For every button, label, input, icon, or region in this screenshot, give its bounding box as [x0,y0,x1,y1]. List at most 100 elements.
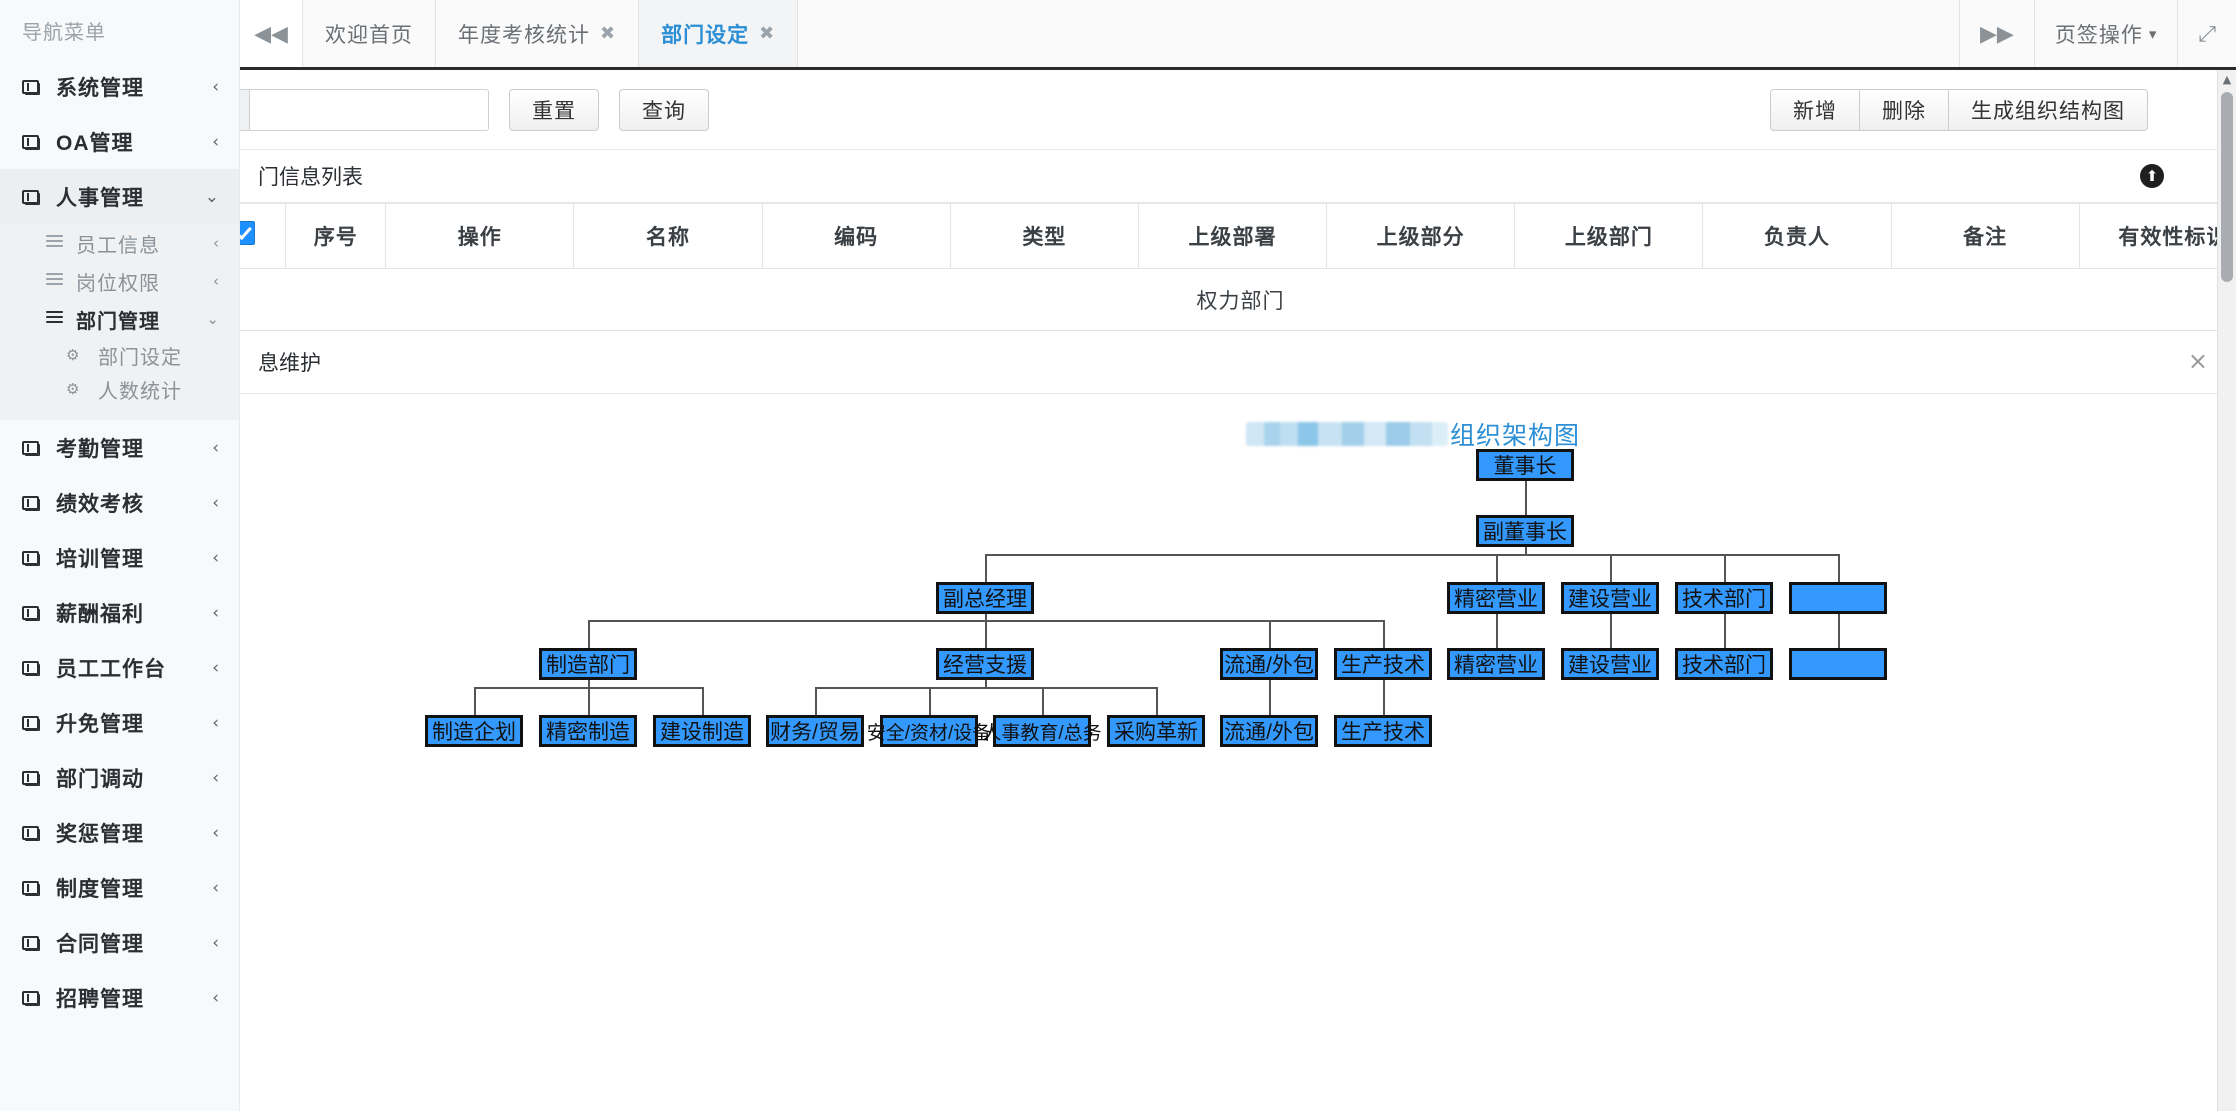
vertical-scrollbar[interactable]: ▲ [2217,70,2236,1111]
sidebar-item-policy-management[interactable]: 制度管理 ‹ [0,860,239,915]
tab-label: 部门设定 [661,23,750,47]
column-header-owner[interactable]: 负责人 [1702,203,1892,269]
column-header-code[interactable]: 编码 [761,203,951,269]
org-node[interactable]: 建设营业 [1561,648,1659,680]
org-node[interactable]: 副总经理 [936,582,1034,614]
sidebar-item-oa-management[interactable]: OA管理 ‹ [0,114,239,169]
column-header-type[interactable]: 类型 [949,203,1139,269]
search-input[interactable] [249,88,489,131]
org-edge [1838,554,1840,582]
org-edge [1610,614,1612,648]
action-button-group: 新增 删除 生成组织结构图 [1770,88,2148,131]
sidebar-item-department-setting[interactable]: ⚙ 部门设定 [0,338,239,372]
select-all-header[interactable] [240,203,287,269]
sidebar-item-attendance-management[interactable]: 考勤管理 ‹ [0,420,239,475]
scrollbar-thumb[interactable] [2221,92,2233,282]
column-header-parent-deployment[interactable]: 上级部署 [1137,203,1328,269]
org-node[interactable]: 副董事长 [1476,515,1574,547]
org-node[interactable] [1789,582,1887,614]
org-node[interactable]: 建设营业 [1561,582,1659,614]
org-node[interactable]: 技术部门 [1675,648,1773,680]
column-header-actions[interactable]: 操作 [385,203,575,269]
sidebar-item-reward-punishment[interactable]: 奖惩管理 ‹ [0,805,239,860]
column-header-seq[interactable]: 序号 [285,203,387,269]
book-icon [22,660,48,675]
sidebar-item-headcount-stats[interactable]: ⚙ 人数统计 [0,372,239,406]
org-node[interactable]: 精密营业 [1447,648,1545,680]
tab-annual-review-stats[interactable]: 年度考核统计 ✖ [436,0,640,67]
tabs-scroll-left-icon[interactable]: ◀◀ [240,0,303,67]
org-node[interactable]: 流通/外包 [1220,648,1318,680]
delete-button[interactable]: 删除 [1860,88,1949,131]
book-icon [22,770,48,785]
org-node[interactable]: 建设制造 [653,715,751,747]
sidebar-item-label: 升免管理 [56,712,144,736]
reset-button[interactable]: 重置 [509,88,599,131]
add-button[interactable]: 新增 [1770,88,1860,131]
sidebar-item-employee-info[interactable]: 员工信息 ‹ [0,224,239,262]
chevron-left-icon: ‹ [212,877,219,898]
column-header-valid-flag[interactable]: 有效性标识 [2078,203,2236,269]
sidebar-item-employee-workbench[interactable]: 员工工作台 ‹ [0,640,239,695]
org-node[interactable]: 生产技术 [1334,648,1432,680]
sidebar-item-performance-review[interactable]: 绩效考核 ‹ [0,475,239,530]
sidebar-item-label: 奖惩管理 [56,822,144,846]
column-header-parent-department[interactable]: 上级部门 [1514,203,1704,269]
search-toolbar: 名称 重置 查询 新增 删除 生成组织结构图 [240,70,2236,150]
org-node[interactable]: 财务/贸易 [766,715,864,747]
column-header-name[interactable]: 名称 [573,203,763,269]
sidebar-item-department-management[interactable]: 部门管理 ⌄ [0,300,239,338]
org-node[interactable] [1789,648,1887,680]
tab-welcome-home[interactable]: 欢迎首页 [303,0,436,67]
chevron-left-icon: ‹ [213,272,219,290]
sidebar-item-training-management[interactable]: 培训管理 ‹ [0,530,239,585]
org-node[interactable]: 人事教育/总务 [982,715,1102,747]
sidebar-item-system-management[interactable]: 系统管理 ‹ [0,59,239,114]
sidebar-leaf-label: 部门设定 [98,346,182,369]
generate-org-chart-button[interactable]: 生成组织结构图 [1949,88,2148,131]
close-icon[interactable]: ✖ [759,23,776,44]
org-chart-title-suffix: 组织架构图 [1450,422,1581,450]
book-icon [22,79,48,94]
sidebar-item-compensation-benefits[interactable]: 薪酬福利 ‹ [0,585,239,640]
chevron-left-icon: ‹ [212,932,219,953]
tabs-scroll-right-icon[interactable]: ▶▶ [1960,0,2035,67]
close-icon[interactable]: ✖ [600,23,617,44]
sidebar-item-position-permission[interactable]: 岗位权限 ‹ [0,262,239,300]
sidebar-item-hr-management[interactable]: 人事管理 ⌄ [0,169,239,224]
book-icon [22,935,48,950]
page-operations-dropdown[interactable]: 页签操作 ▾ [2034,0,2179,67]
query-button[interactable]: 查询 [619,88,709,131]
chevron-down-icon: ⌄ [204,186,219,207]
tab-department-setting[interactable]: 部门设定 ✖ [639,0,799,67]
column-header-parent-division[interactable]: 上级部分 [1326,203,1516,269]
org-node[interactable]: 生产技术 [1334,715,1432,747]
hr-submenu: 员工信息 ‹ 岗位权限 ‹ 部门管理 ⌄ ⚙ 部门设定 ⚙ 人数统计 [0,224,239,420]
org-node[interactable]: 采购革新 [1107,715,1205,747]
org-node[interactable]: 董事长 [1476,449,1574,481]
org-node[interactable]: 精密制造 [539,715,637,747]
org-node[interactable]: 技术部门 [1675,582,1773,614]
org-node[interactable]: 流通/外包 [1220,715,1318,747]
list-icon [46,308,68,331]
org-node[interactable]: 制造企划 [425,715,523,747]
collapse-up-icon[interactable]: ⬆ [2140,164,2164,188]
book-icon [22,715,48,730]
sidebar-item-department-transfer[interactable]: 部门调动 ‹ [0,750,239,805]
sidebar: 导航菜单 系统管理 ‹ OA管理 ‹ 人事管理 ⌄ 员工信息 ‹ 岗位权限 [0,0,240,1111]
sidebar-item-contract-management[interactable]: 合同管理 ‹ [0,915,239,970]
org-node[interactable]: 制造部门 [539,648,637,680]
org-edge [985,554,987,582]
select-all-checkbox[interactable] [240,221,256,245]
column-header-remark[interactable]: 备注 [1890,203,2080,269]
scroll-up-arrow-icon[interactable]: ▲ [2222,72,2232,86]
sidebar-item-recruitment-management[interactable]: 招聘管理 ‹ [0,970,239,1025]
nav-menu-title: 导航菜单 [22,22,106,44]
org-node[interactable]: 精密营业 [1447,582,1545,614]
org-node[interactable]: 安全/资材/设备 [867,715,991,747]
fullscreen-icon[interactable]: ⤢ [2178,0,2236,67]
org-node[interactable]: 经营支援 [936,648,1034,680]
sidebar-item-promotion-management[interactable]: 升免管理 ‹ [0,695,239,750]
close-icon[interactable]: × [2187,347,2208,375]
